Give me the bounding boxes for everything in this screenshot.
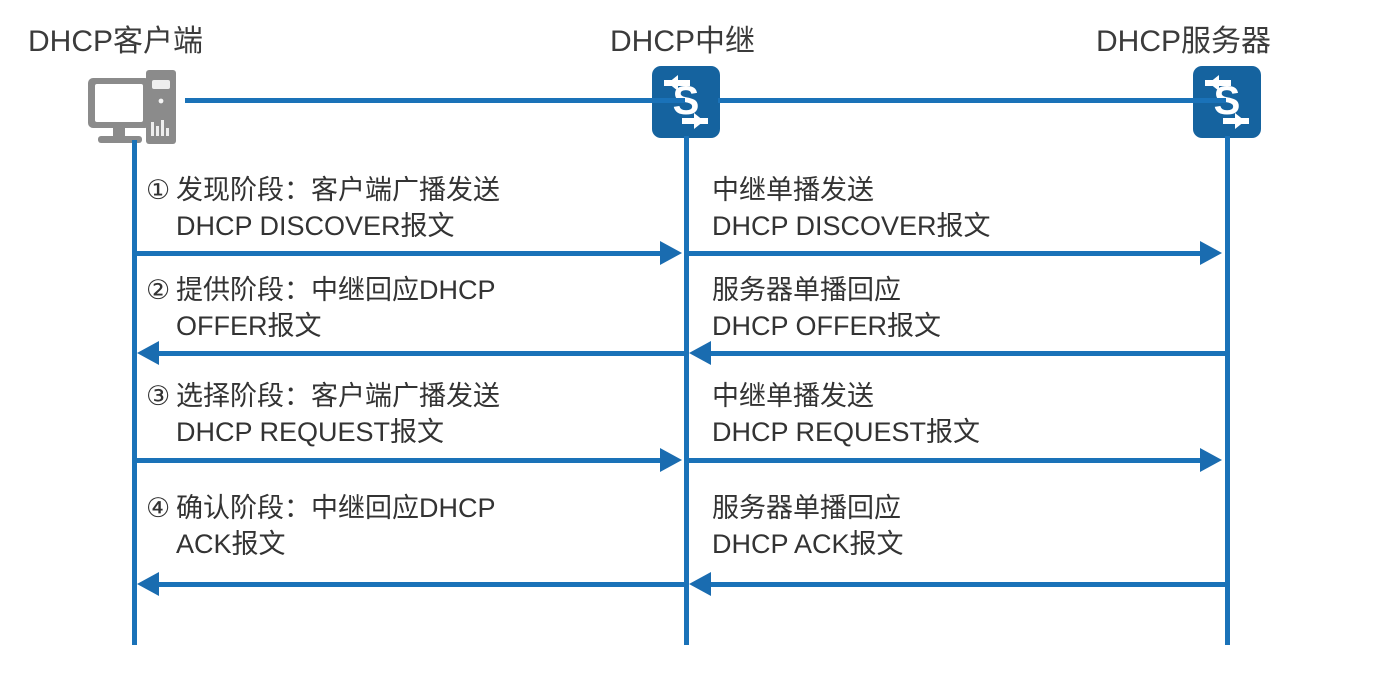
- link-client-to-relay: [185, 98, 685, 103]
- lifeline-relay: [684, 136, 689, 645]
- link-relay-to-server: [718, 98, 1226, 103]
- lifeline-client: [132, 140, 137, 645]
- step-number-2: ②: [146, 275, 171, 305]
- message-arrow-right-3: [689, 448, 1222, 472]
- message-arrow-right-4: [689, 572, 1228, 596]
- switch-icon-server: S: [1193, 66, 1261, 138]
- message-label-right-4: 服务器单播回应 DHCP ACK报文: [712, 493, 904, 559]
- step-number-3: ③: [146, 381, 171, 411]
- message-arrow-left-1: [137, 241, 682, 265]
- message-arrow-right-1: [689, 241, 1222, 265]
- message-arrow-left-3: [137, 448, 682, 472]
- desktop-computer-icon: [84, 68, 188, 156]
- column-title-relay: DHCP中继: [610, 25, 756, 58]
- column-title-server: DHCP服务器: [1096, 25, 1272, 58]
- lifeline-server: [1225, 136, 1230, 645]
- message-label-right-2: 服务器单播回应 DHCP OFFER报文: [712, 275, 942, 341]
- message-arrow-left-4: [137, 572, 685, 596]
- message-arrow-left-2: [137, 341, 685, 365]
- step-number-4: ④: [146, 493, 171, 523]
- message-label-right-1: 中继单播发送 DHCP DISCOVER报文: [712, 175, 991, 241]
- message-arrow-right-2: [689, 341, 1228, 365]
- column-title-client: DHCP客户端: [28, 25, 204, 58]
- message-label-right-3: 中继单播发送 DHCP REQUEST报文: [712, 381, 981, 447]
- step-number-1: ①: [146, 175, 171, 205]
